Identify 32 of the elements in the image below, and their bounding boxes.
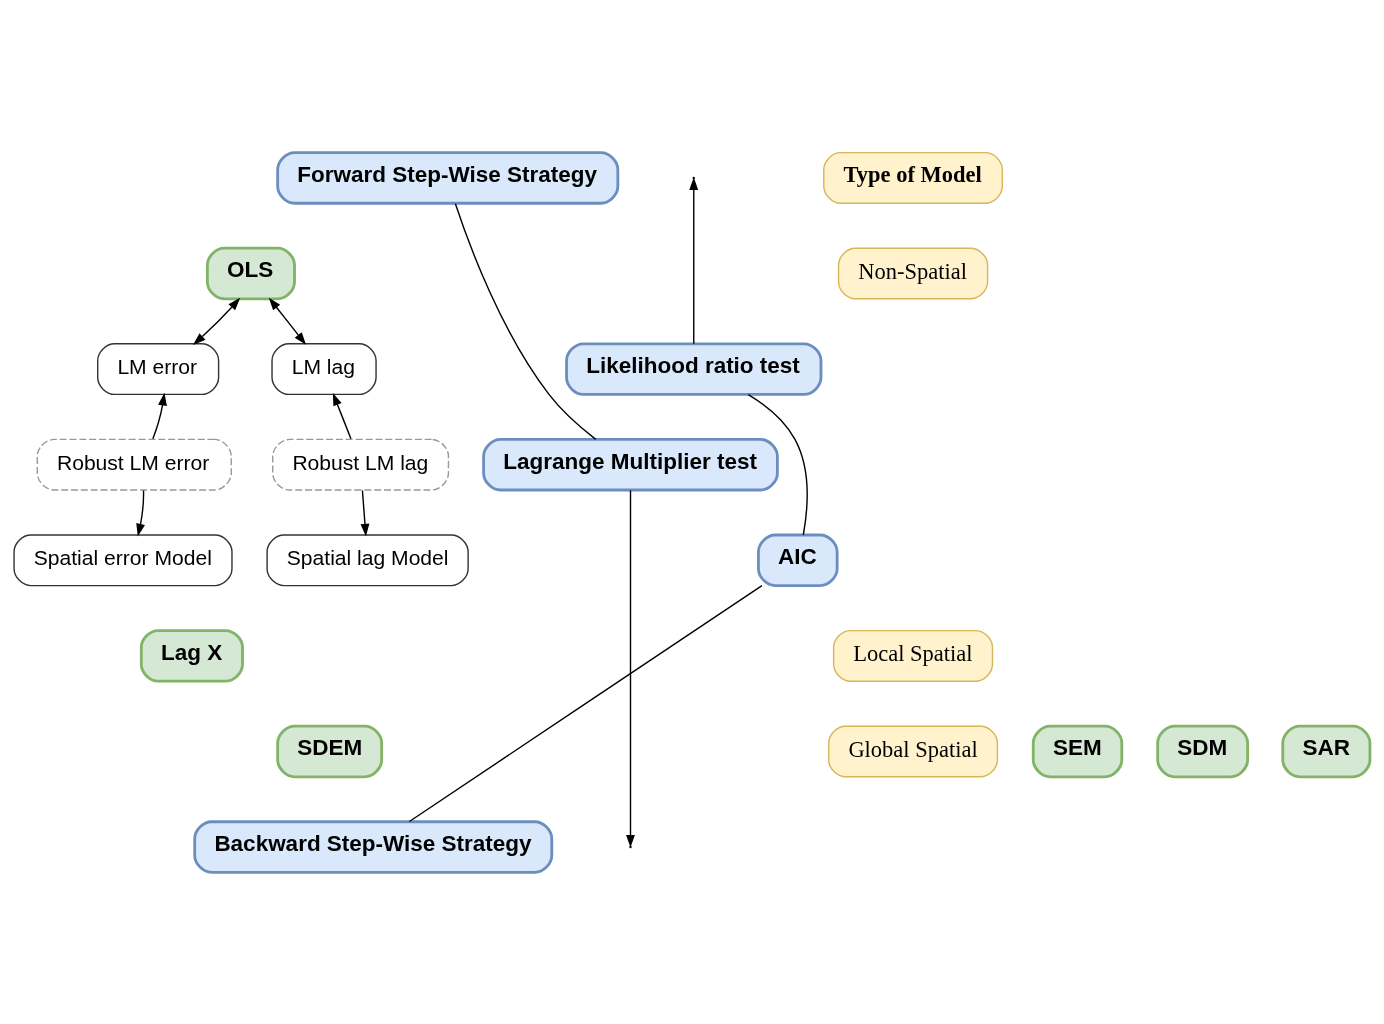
node-box: Forward Step-Wise Strategy	[276, 150, 620, 205]
node-box: Likelihood ratio test	[565, 341, 823, 396]
arrow	[332, 392, 352, 439]
node-box: Spatial error Model	[13, 533, 233, 586]
node-box: Robust LM error	[36, 438, 232, 491]
node-box: SAR	[1281, 724, 1372, 778]
node-box: OLS	[205, 246, 296, 300]
node-box: Local Spatial	[832, 629, 994, 682]
connector	[454, 202, 597, 440]
node-box: Robust LM lag	[272, 438, 450, 491]
node-box: SDM	[1156, 724, 1250, 778]
arrow	[268, 297, 307, 345]
node-box: Type of Model	[823, 151, 1004, 204]
connector	[747, 393, 808, 535]
node-box: LM error	[97, 342, 220, 395]
node-box: AIC	[757, 533, 839, 587]
node-box: LM lag	[271, 342, 377, 395]
node-box: Lag X	[139, 628, 244, 683]
node-box: Global Spatial	[828, 724, 999, 777]
node-box: Lagrange Multiplier test	[482, 437, 779, 491]
arrow	[360, 489, 370, 536]
arrow	[689, 176, 699, 344]
node-box: Non-Spatial	[837, 247, 989, 300]
node-box: Backward Step-Wise Strategy	[193, 819, 554, 874]
arrow	[193, 297, 241, 345]
node-box: SDEM	[276, 724, 384, 778]
node-box: SEM	[1031, 724, 1124, 778]
arrow	[626, 489, 635, 848]
arrow	[136, 489, 145, 536]
node-box: Spatial lag Model	[266, 533, 469, 586]
connector	[408, 584, 763, 822]
arrow	[152, 392, 167, 439]
